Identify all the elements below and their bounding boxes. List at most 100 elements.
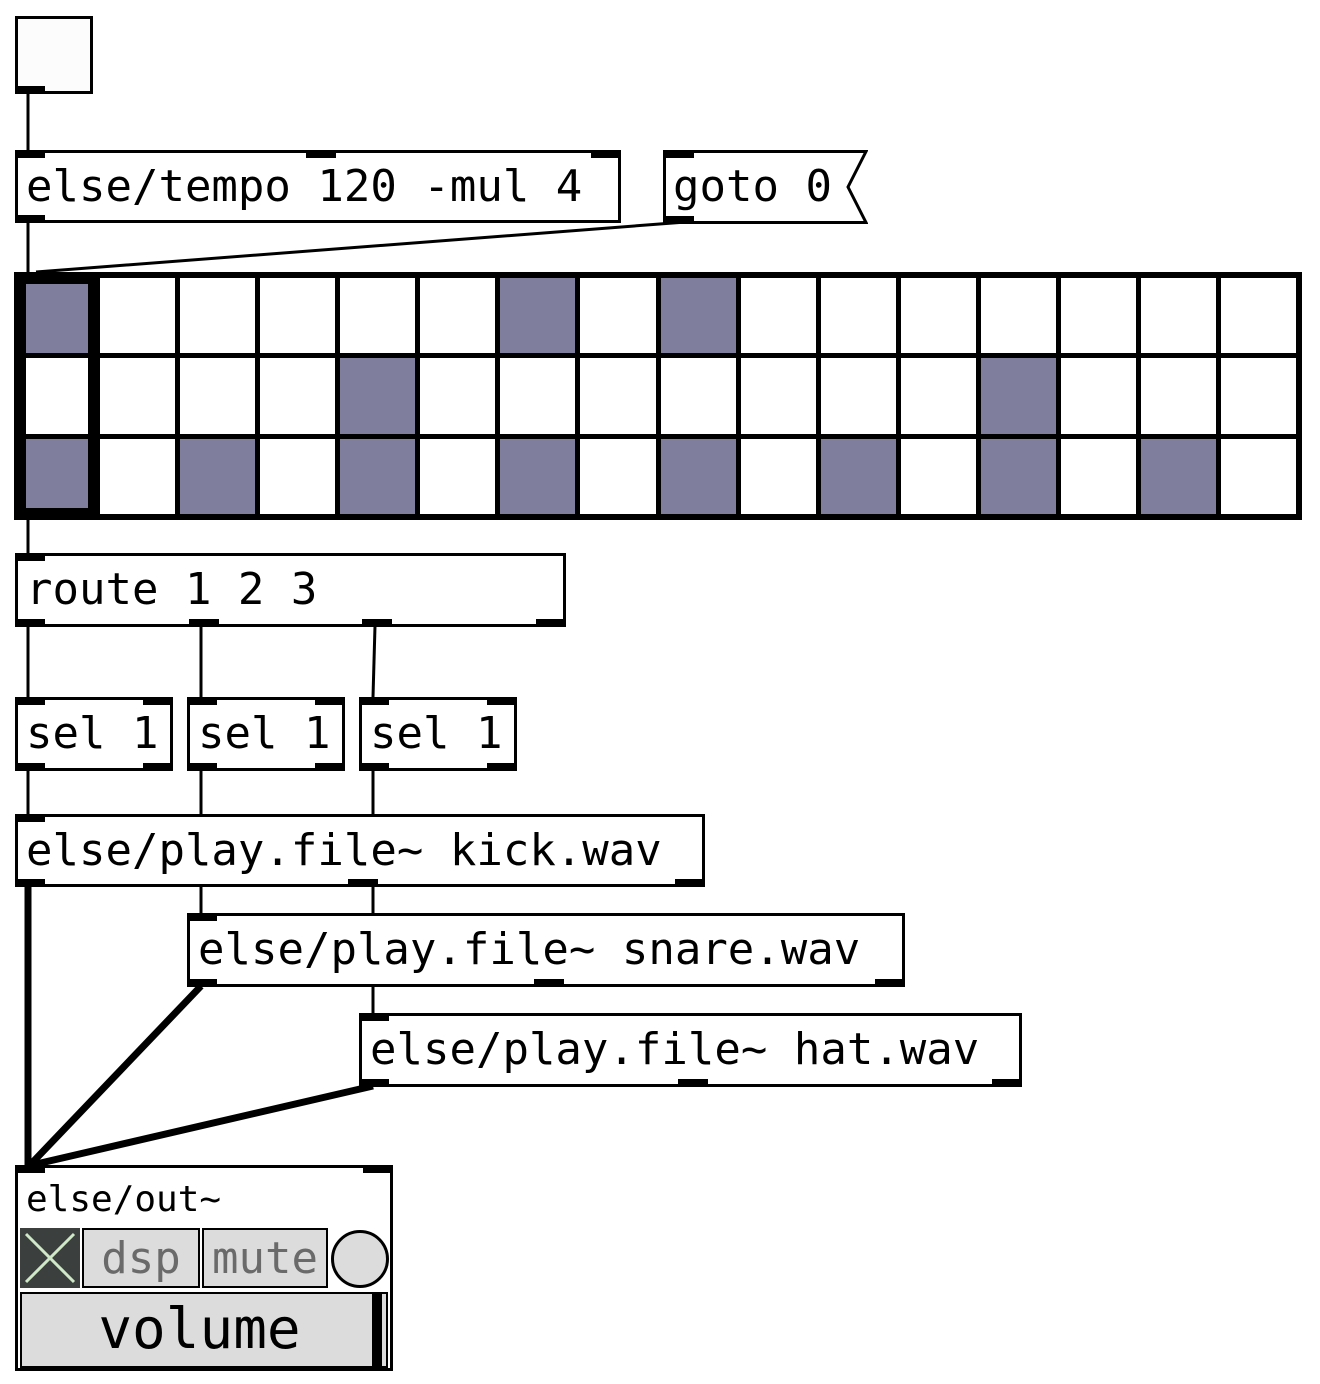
inlet[interactable] [15,553,45,561]
sequencer-cell-r3-c4[interactable] [260,438,336,514]
bang-button[interactable] [15,16,93,94]
sequencer-cell-r1-c15[interactable] [1140,278,1216,354]
sequencer-cell-r1-c2[interactable] [100,278,176,354]
sequencer-cell-r1-c5[interactable] [340,278,416,354]
outlet[interactable] [359,763,389,771]
inlet[interactable] [15,150,45,158]
outlet[interactable] [15,619,45,627]
inlet[interactable] [591,150,621,158]
sel-object-3[interactable]: sel 1 [359,697,517,771]
sequencer-cell-r1-c7[interactable] [500,278,576,354]
goto-message[interactable]: goto 0 [663,150,868,224]
sequencer-cell-r3-c6[interactable] [420,438,496,514]
outlet[interactable] [534,979,564,987]
outlet[interactable] [348,879,378,887]
sequencer-cell-r3-c14[interactable] [1060,438,1136,514]
mute-button[interactable]: mute [202,1228,328,1288]
outlet[interactable] [536,619,566,627]
sequencer-cell-r3-c13[interactable] [980,438,1056,514]
inlet[interactable] [315,697,345,705]
close-button[interactable] [20,1228,80,1288]
sequencer-cell-r2-c8[interactable] [580,358,656,434]
outlet[interactable] [15,86,45,94]
inlet[interactable] [363,1165,393,1173]
sequencer-cell-r3-c11[interactable] [820,438,896,514]
sequencer-cell-r2-c4[interactable] [260,358,336,434]
sequencer-cell-r1-c11[interactable] [820,278,896,354]
inlet[interactable] [15,697,45,705]
outlet[interactable] [675,879,705,887]
volume-slider-handle[interactable] [372,1294,382,1366]
outlet[interactable] [678,1079,708,1087]
sequencer-cell-r2-c7[interactable] [500,358,576,434]
sequencer-cell-r1-c16[interactable] [1220,278,1296,354]
dsp-button[interactable]: dsp [82,1228,200,1288]
inlet[interactable] [187,913,217,921]
inlet[interactable] [15,1165,45,1173]
cord-goto-grid[interactable] [35,220,687,274]
inlet[interactable] [15,814,45,822]
outlet[interactable] [875,979,905,987]
route-object[interactable]: route 1 2 3 [15,553,566,627]
sequencer-cell-r2-c6[interactable] [420,358,496,434]
sel-object-2[interactable]: sel 1 [187,697,345,771]
play-file-snare-object[interactable]: else/play.file~ snare.wav [187,913,905,987]
step-sequencer-grid[interactable] [14,272,1302,520]
cord-route-sel3[interactable] [371,625,377,698]
sequencer-cell-r2-c5[interactable] [340,358,416,434]
sequencer-cell-r1-c14[interactable] [1060,278,1136,354]
sequencer-cell-r2-c15[interactable] [1140,358,1216,434]
sequencer-cell-r1-c6[interactable] [420,278,496,354]
cord-hat-out[interactable] [31,1082,374,1169]
outlet[interactable] [143,763,173,771]
outlet[interactable] [362,619,392,627]
sequencer-cell-r1-c3[interactable] [180,278,256,354]
sequencer-cell-r1-c10[interactable] [740,278,816,354]
inlet[interactable] [359,1013,389,1021]
sequencer-cell-r1-c9[interactable] [660,278,736,354]
inlet[interactable] [306,150,336,158]
inlet[interactable] [143,697,173,705]
circle-icon[interactable] [331,1230,389,1288]
sequencer-cell-r3-c2[interactable] [100,438,176,514]
outlet[interactable] [15,215,45,223]
sequencer-cell-r3-c15[interactable] [1140,438,1216,514]
sequencer-cell-r1-c1[interactable] [20,278,96,354]
sequencer-cell-r1-c8[interactable] [580,278,656,354]
sequencer-cell-r3-c5[interactable] [340,438,416,514]
out-object[interactable]: else/out~ dsp mute volume [15,1165,393,1371]
sequencer-cell-r1-c13[interactable] [980,278,1056,354]
sequencer-cell-r2-c2[interactable] [100,358,176,434]
play-file-hat-object[interactable]: else/play.file~ hat.wav [359,1013,1022,1087]
sequencer-cell-r2-c11[interactable] [820,358,896,434]
outlet[interactable] [359,1079,389,1087]
outlet[interactable] [187,763,217,771]
sequencer-cell-r2-c3[interactable] [180,358,256,434]
sequencer-cell-r1-c12[interactable] [900,278,976,354]
sequencer-cell-r2-c1[interactable] [20,358,96,434]
outlet[interactable] [487,763,517,771]
sequencer-cell-r3-c3[interactable] [180,438,256,514]
sequencer-cell-r3-c12[interactable] [900,438,976,514]
sequencer-cell-r2-c14[interactable] [1060,358,1136,434]
outlet[interactable] [187,979,217,987]
sequencer-cell-r3-c8[interactable] [580,438,656,514]
sequencer-cell-r3-c16[interactable] [1220,438,1296,514]
outlet[interactable] [15,763,45,771]
tempo-object[interactable]: else/tempo 120 -mul 4 [15,150,621,223]
cord-snare-out[interactable] [27,983,204,1168]
outlet[interactable] [315,763,345,771]
sequencer-cell-r2-c13[interactable] [980,358,1056,434]
sequencer-cell-r2-c10[interactable] [740,358,816,434]
sequencer-cell-r3-c10[interactable] [740,438,816,514]
sequencer-cell-r2-c12[interactable] [900,358,976,434]
inlet[interactable] [487,697,517,705]
sequencer-cell-r2-c9[interactable] [660,358,736,434]
inlet[interactable] [187,697,217,705]
play-file-kick-object[interactable]: else/play.file~ kick.wav [15,814,705,887]
volume-slider[interactable]: volume [20,1292,388,1368]
sequencer-cell-r2-c16[interactable] [1220,358,1296,434]
inlet[interactable] [359,697,389,705]
outlet[interactable] [992,1079,1022,1087]
outlet[interactable] [15,879,45,887]
